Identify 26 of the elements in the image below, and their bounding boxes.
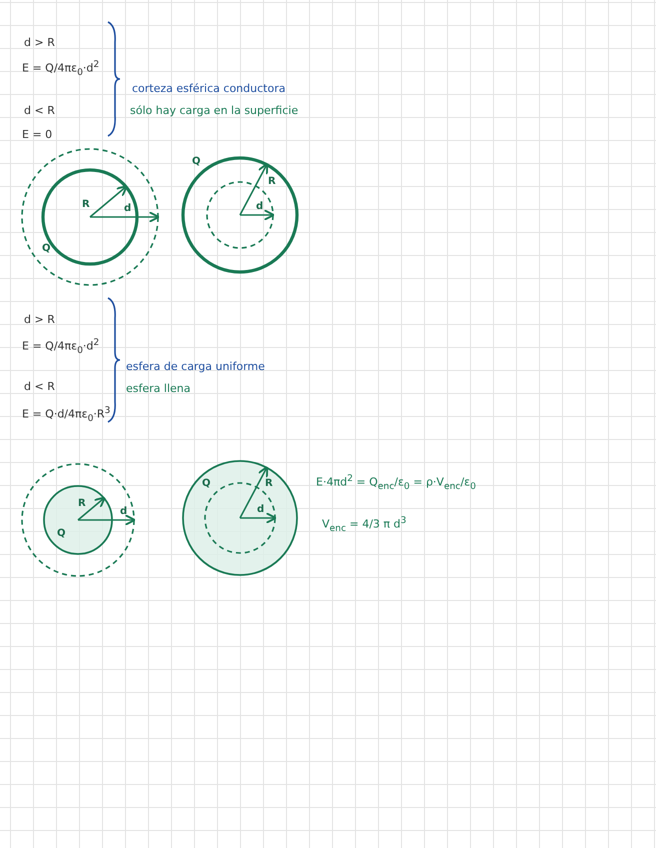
radius-label: R (82, 199, 90, 210)
formula: E = Q·d/4πε$_{0}$·R$^{3}$ (22, 404, 110, 426)
distance-label: d (120, 506, 128, 517)
radius-label: R (265, 478, 273, 489)
note: corteza esférica conductora (132, 82, 286, 96)
charge-label: Q (57, 528, 66, 539)
radius-label: R (78, 498, 86, 509)
note: sólo hay carga en la superficie (130, 104, 298, 118)
inequality: d > R (24, 313, 55, 327)
formula: V$_{enc}$ = 4/3 π d$^{3}$ (322, 514, 406, 536)
inequality: d < R (24, 380, 55, 394)
formula: E = 0 (22, 128, 52, 142)
radius-label: R (268, 176, 276, 187)
charge-label: Q (42, 243, 51, 254)
distance-label: d (257, 504, 264, 515)
charge-label: Q (192, 156, 201, 167)
formula: E·4πd$^{2}$ = Q$_{enc}$/ε$_{0}$ = ρ·V$_{enc}$/ε$_{0}$ (316, 472, 476, 494)
note: esfera llena (126, 382, 190, 396)
inequality: d > R (24, 36, 55, 50)
distance-label: d (256, 201, 264, 212)
inequality: d < R (24, 104, 55, 118)
charge-label: Q (202, 478, 211, 489)
formula: E = Q/4πε$_{0}$·d$^{2}$ (22, 58, 100, 80)
distance-label: d (124, 203, 132, 214)
note: esfera de carga uniforme (126, 360, 265, 374)
formula: E = Q/4πε$_{0}$·d$^{2}$ (22, 336, 100, 358)
